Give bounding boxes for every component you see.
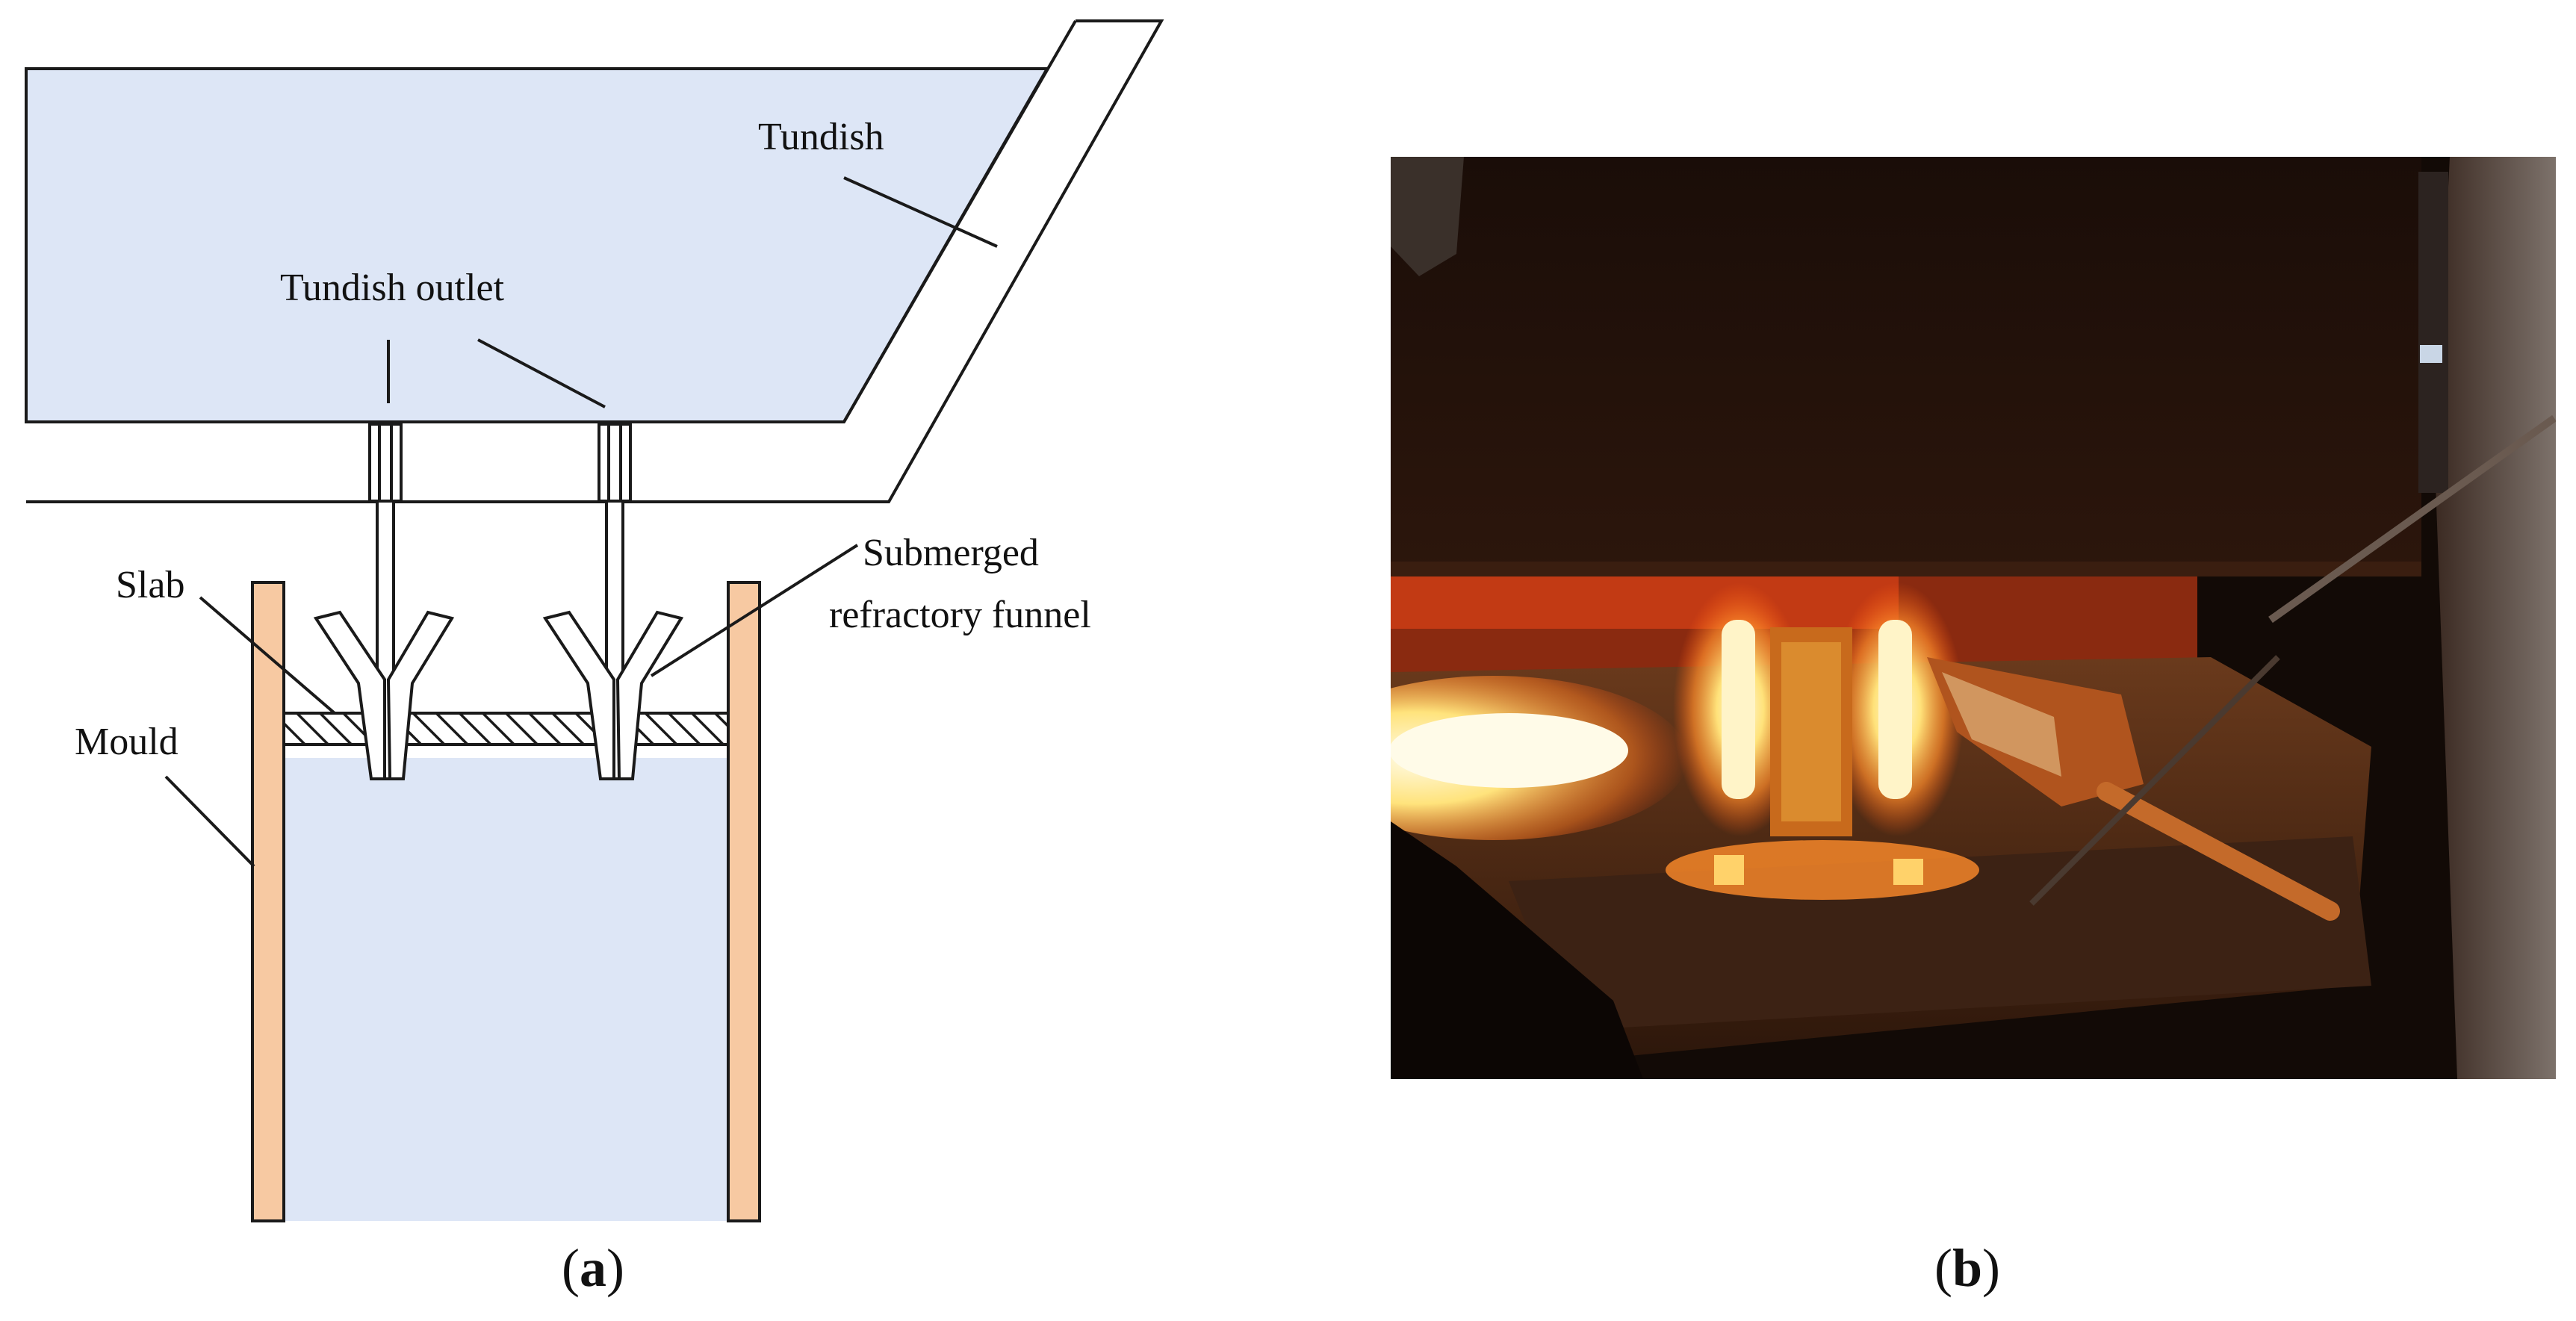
tundish-wall [26,19,1164,503]
mould-liquid [284,758,728,1221]
panel-a-schematic: Tundish Tundish outlet Submerged refract… [25,19,1164,1298]
mould-wall-left [251,581,285,1222]
nozzle-left [313,423,455,780]
caption-a-open: ( [562,1238,580,1298]
caption-b-close: ) [1982,1238,2000,1298]
mould-wall-right [727,581,761,1222]
panel-b-photo: (b) [1391,157,2556,1298]
label-submerged-line2: refractory funnel [829,594,1091,636]
caption-b-open: ( [1934,1238,1952,1298]
caption-b: (b) [1934,1238,2000,1298]
casting-photo [1391,157,2556,1079]
caption-a-letter: a [580,1238,606,1298]
leader-lines [164,176,998,868]
label-slab: Slab [116,564,184,606]
label-submerged-line1: Submerged [863,532,1039,574]
nozzle-right [542,423,684,780]
caption-a: (a) [562,1238,624,1298]
label-tundish-outlet: Tundish outlet [280,267,505,309]
caption-a-close: ) [606,1238,624,1298]
label-mould: Mould [75,721,179,763]
tundish-liquid [25,67,1050,423]
label-tundish: Tundish [758,116,884,158]
slab [282,712,730,746]
caption-b-letter: b [1952,1238,1982,1298]
